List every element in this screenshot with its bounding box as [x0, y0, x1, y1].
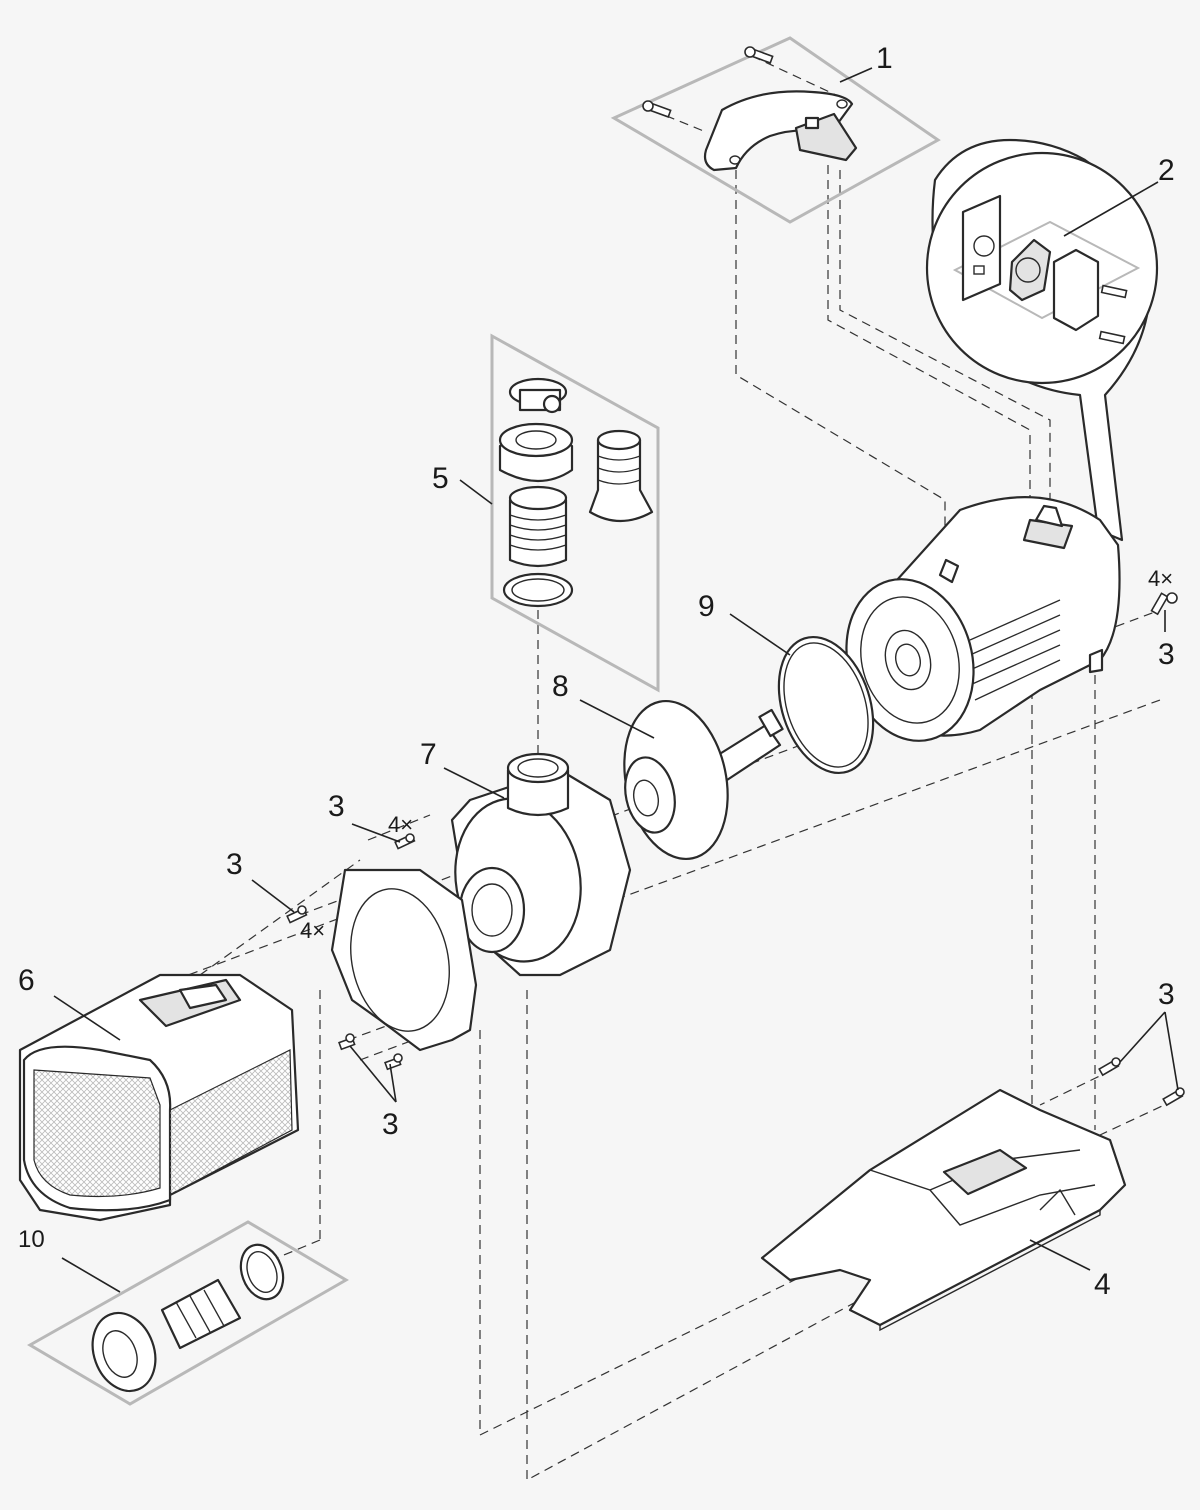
connector-ribs [509, 514, 567, 551]
filter-housing-6 [18, 973, 300, 1222]
part-5-connector-group [490, 333, 660, 693]
callout-10: 10 [18, 1226, 45, 1253]
callout-5: 5 [432, 462, 449, 495]
o-ring-9 [777, 635, 875, 775]
pump-housing-7 [450, 752, 632, 977]
quantity-motor-screws: 4× [1148, 566, 1174, 591]
callout-7: 7 [420, 738, 437, 771]
motor-cooling-fins [969, 599, 1061, 701]
callout-6: 6 [18, 964, 35, 997]
impeller-8 [623, 699, 784, 861]
leader-lines [53, 67, 1179, 1293]
part-1-handle-group [610, 36, 941, 224]
callout-3-plate-bottom: 3 [382, 1108, 399, 1141]
quantity-plate-screws: 4× [300, 918, 326, 943]
motor-unit [845, 496, 1178, 742]
callout-3-plate: 3 [226, 848, 243, 881]
part-2-detail-circle [925, 138, 1159, 542]
handle-screw-top [744, 46, 774, 64]
callout-1: 1 [876, 42, 893, 75]
part-10-connector-group [26, 1220, 349, 1406]
callout-8: 8 [552, 670, 569, 703]
callout-9: 9 [698, 590, 715, 623]
callout-3-base: 3 [1158, 978, 1175, 1011]
handle-screw-left [642, 100, 672, 118]
quantity-housing-screws: 4× [388, 812, 414, 837]
callout-2: 2 [1158, 154, 1175, 187]
gasket-plate [286, 833, 478, 1071]
callout-4: 4 [1094, 1268, 1111, 1301]
callout-3-motor: 3 [1158, 638, 1175, 671]
base-foot-4 [760, 1057, 1185, 1332]
callout-3-housing: 3 [328, 790, 345, 823]
